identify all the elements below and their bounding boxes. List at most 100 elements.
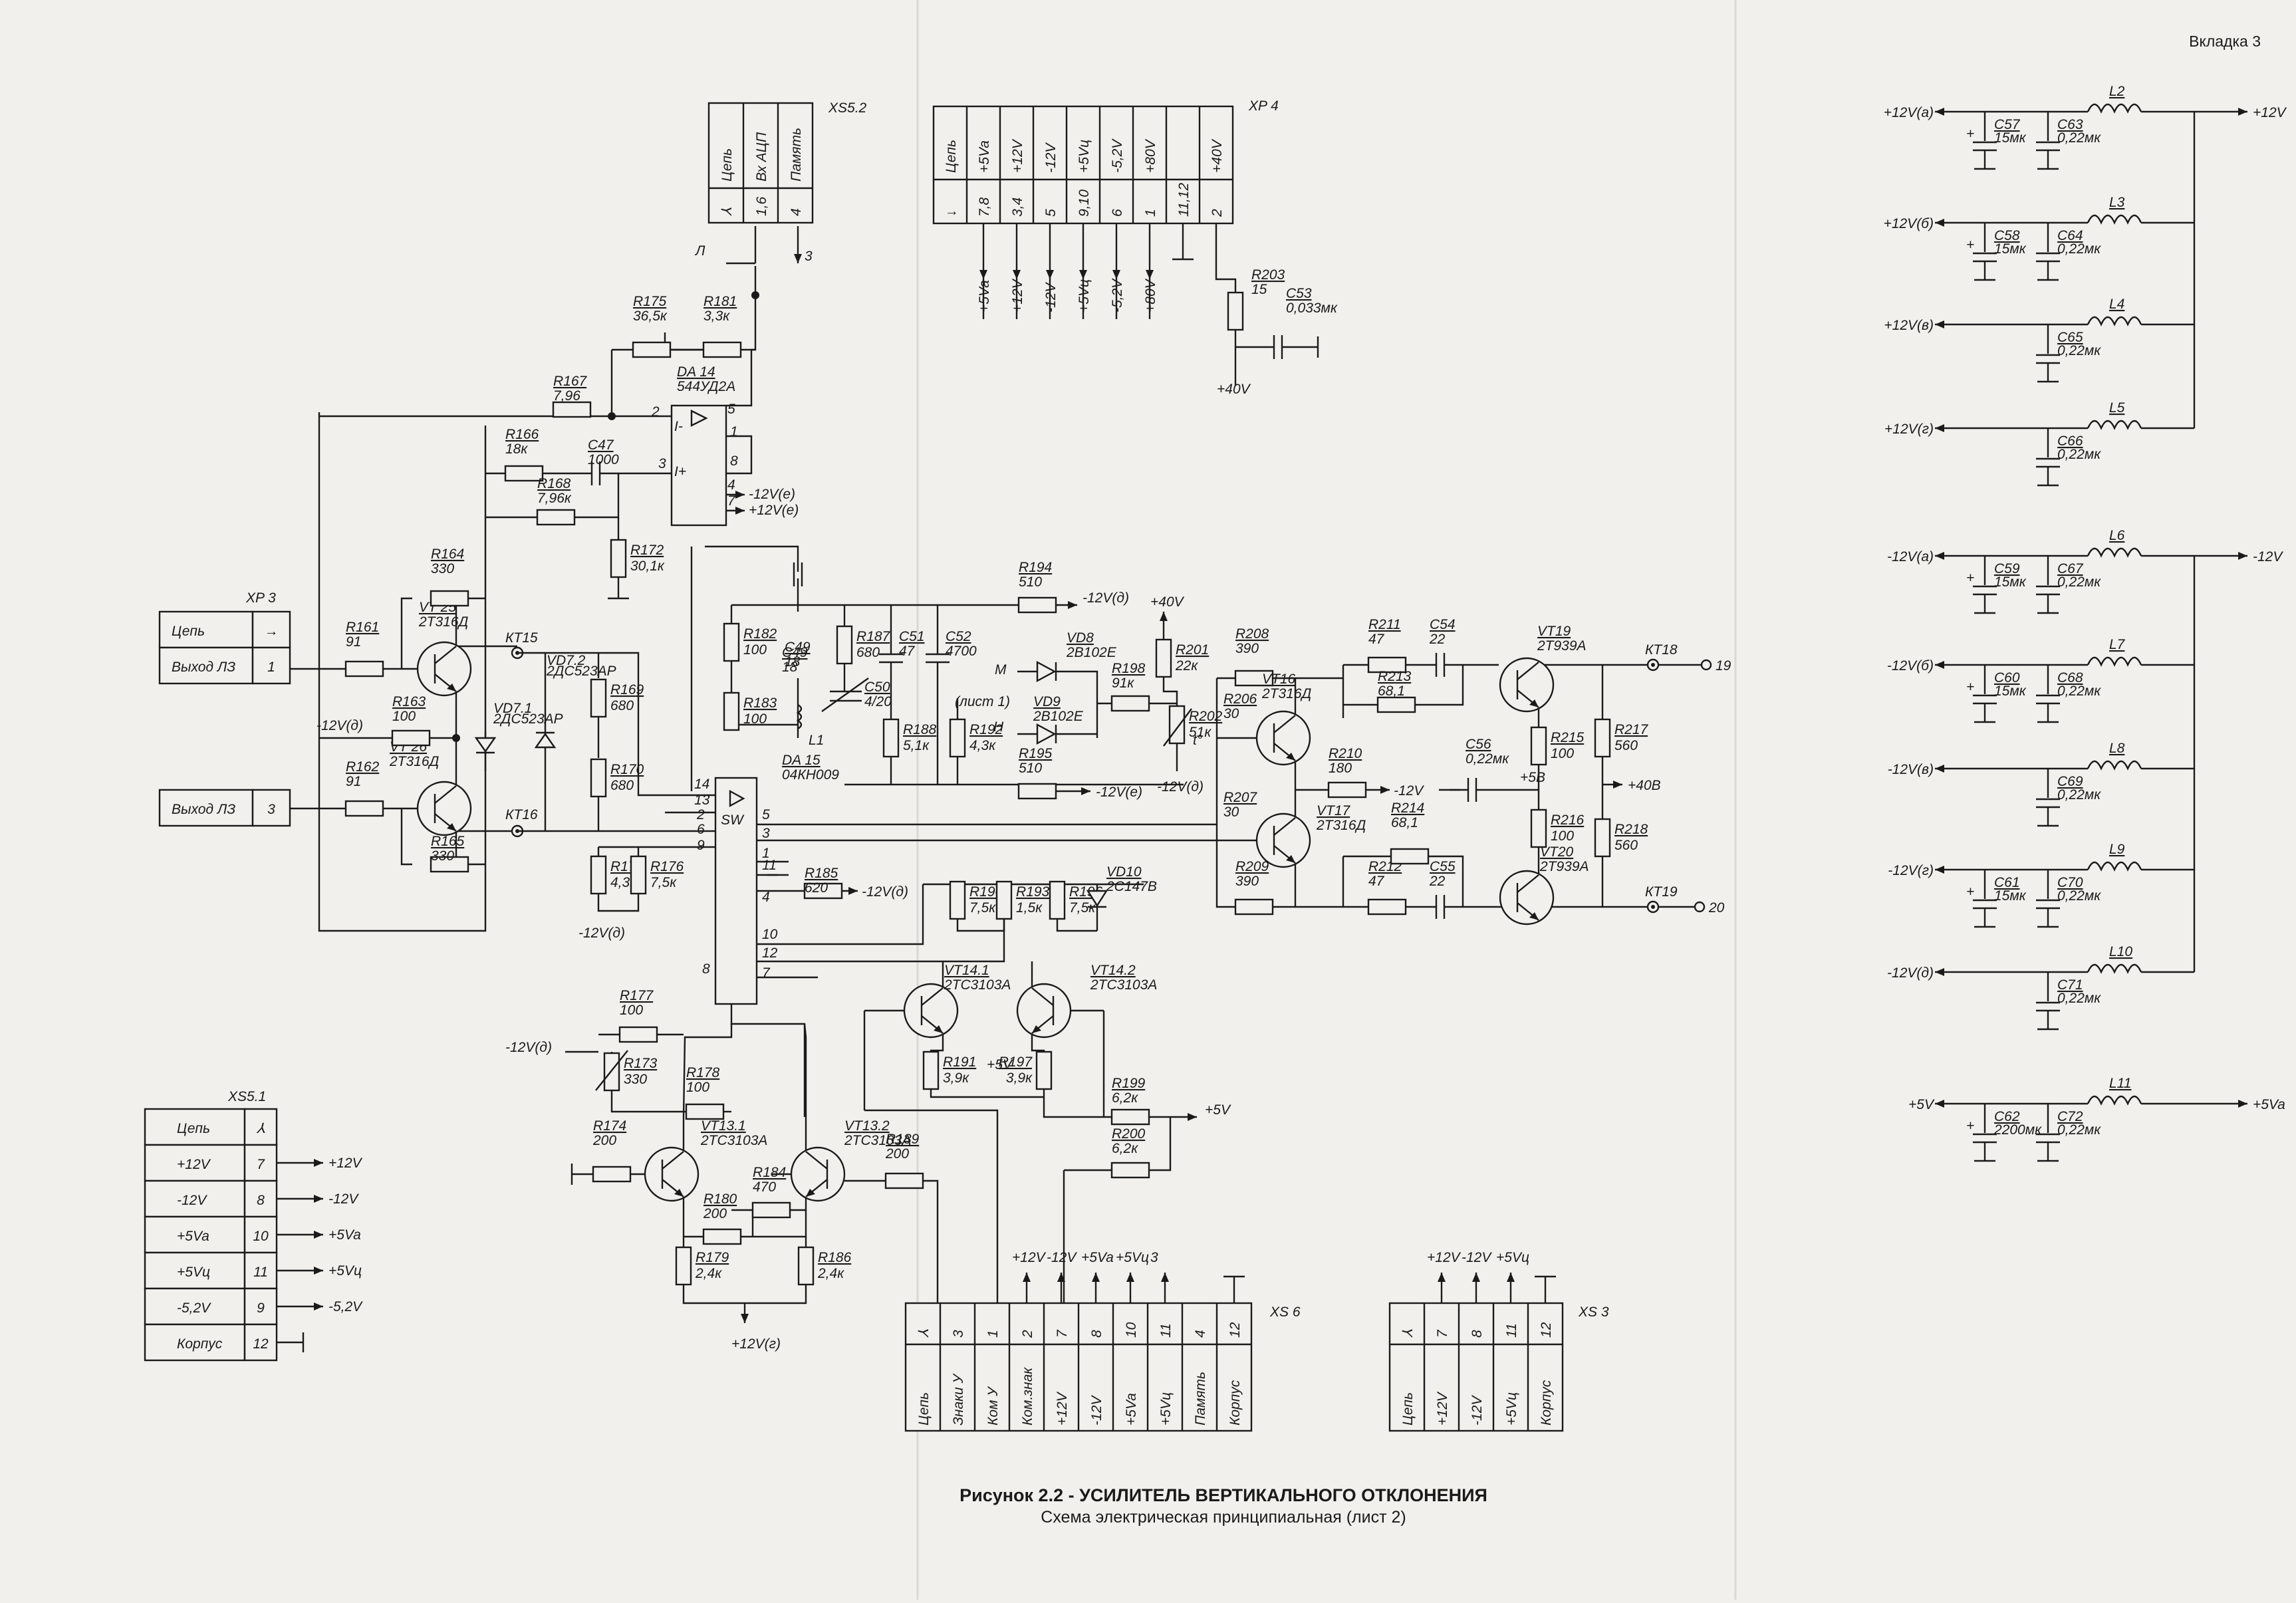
resistor-ref-R161: R161	[346, 620, 379, 635]
connector-xs51-net-2: -12V	[328, 1191, 359, 1207]
connector-xs6-pin-7: 11	[1158, 1323, 1174, 1338]
transistor-type-VT13_1: 2ТС3103А	[700, 1133, 767, 1148]
capacitor-ref-C56: C56	[1466, 737, 1491, 752]
capacitor-value-C50: 4/20	[864, 694, 892, 709]
capacitor-value-C72: 0,22мк	[2057, 1122, 2101, 1138]
capacitor-ref-C49: C49	[785, 640, 811, 655]
transistor-collector-VT26	[434, 785, 457, 804]
diode-type-VD9: 2В102Е	[1033, 709, 1084, 724]
resistor-value-R203: 15	[1251, 282, 1267, 297]
resistor-ref-R163: R163	[392, 694, 426, 709]
transistor-collector-VT16	[1273, 715, 1296, 733]
connector-xs6-pin-0: ⅄	[916, 1329, 932, 1338]
connector-xs51-label-3: +5Va	[177, 1229, 209, 1244]
label-m12d-b: -12V(д)	[578, 925, 625, 941]
connector-xs6-head-8: Память	[1193, 1372, 1208, 1425]
connector-xs51-label-0: Цепь	[177, 1121, 210, 1136]
resistor-R187	[836, 625, 853, 665]
transistor-VT16	[1255, 710, 1311, 766]
connector-xp4-frame	[932, 105, 1234, 225]
transistor-collector-VT14_2	[1031, 987, 1054, 1006]
resistor-R177	[618, 1026, 658, 1043]
connector-xp4-name: XP 4	[1248, 98, 1279, 114]
connector-xp3-pin-2: 3	[267, 802, 275, 817]
resistor-ref-R200: R200	[1112, 1126, 1146, 1142]
diode-ref-VD7_1: VD7.1	[493, 701, 532, 716]
resistor-ref-R202: R202	[1189, 709, 1223, 724]
connector-xs6-head-4: +12V	[1055, 1391, 1070, 1425]
resistor-value-R196: 7,5к	[1069, 900, 1096, 916]
sw-pin-5: 5	[762, 807, 770, 822]
label-H: Н	[993, 719, 1004, 735]
resistor-R181	[702, 341, 742, 358]
arrow-left	[1935, 661, 1944, 669]
capacitor-ref-C70: C70	[2057, 875, 2083, 890]
connector-xp4-net-4: +5Vц	[1077, 279, 1092, 312]
label-m12v-r210: -12V	[1394, 783, 1424, 799]
transistor-type-VT19: 2Т939А	[1537, 638, 1587, 654]
opamp-DA14-minus: I-	[674, 419, 683, 434]
arrow-right	[2238, 108, 2247, 116]
arrow-right	[1380, 786, 1390, 794]
sw-pin-0: 14	[694, 777, 709, 792]
resistor-R217	[1594, 718, 1611, 758]
capacitor-ref-C68: C68	[2057, 670, 2083, 685]
resistor-ref-R217: R217	[1614, 722, 1649, 737]
resistor-ref-R188: R188	[903, 722, 937, 737]
resistor-ref-R215: R215	[1551, 730, 1585, 745]
resistor-ref-R181: R181	[703, 294, 737, 309]
transistor-arrow-VT20	[1529, 912, 1539, 920]
connector-xp3-pin-1: 1	[267, 660, 275, 675]
diode-type-VD7_1: 2ДС523АР	[493, 711, 563, 727]
power-filter-panel: +12V(а)L2+C5715мкC630,22мк+12V+12V(б)L3+…	[1884, 84, 2287, 1162]
connector-xs52-pin-1: 1,6	[754, 196, 769, 216]
resistor-R198	[1110, 695, 1150, 712]
connector-xs6-pin-8: 4	[1193, 1330, 1208, 1338]
resistor-value-R210: 180	[1329, 761, 1352, 776]
resistor-ref-R203: R203	[1251, 267, 1285, 283]
sw-pin-9: 10	[762, 927, 778, 942]
inductor-ref-L11: L11	[2109, 1076, 2131, 1091]
resistor-R162	[344, 800, 384, 817]
resistor-ref-R180: R180	[703, 1191, 737, 1207]
resistor-R215	[1530, 726, 1547, 766]
transistor-type-VT17: 2Т316Д	[1316, 818, 1366, 833]
resistor-value-R175: 36,5к	[633, 308, 668, 324]
connector-xs6-head-2: Ком У	[985, 1386, 1001, 1425]
inductor-L4	[2087, 316, 2142, 326]
wire-out-left	[1215, 678, 1237, 908]
sw-pin-13: 1	[762, 846, 770, 861]
opamp-DA14-pin-2: 5	[727, 402, 735, 417]
resistor-value-R166: 18к	[505, 441, 528, 457]
inductor-L3	[2087, 214, 2142, 225]
capacitor-value-C56: 0,22мк	[1466, 751, 1509, 767]
connector-xp4-head-2: +12V	[1010, 138, 1025, 173]
arrow-up	[1507, 1273, 1515, 1282]
wire-r200b	[1149, 1117, 1172, 1171]
arrow-up	[1472, 1273, 1480, 1282]
inductor-L2	[2087, 103, 2142, 114]
opamp-DA14-plus: I+	[674, 464, 686, 479]
resistor-R199	[1110, 1108, 1150, 1126]
inductor-L5	[2087, 420, 2142, 430]
resistor-value-R163: 100	[392, 709, 416, 724]
capacitor-polarity-C58: +	[1966, 237, 1974, 253]
resistor-value-R216: 100	[1551, 828, 1574, 844]
arrow-left	[1935, 219, 1944, 227]
connector-xs51-pin-4: 11	[253, 1265, 268, 1280]
capacitor-ref-C51: C51	[899, 629, 925, 644]
inductor-ref-L10: L10	[2109, 944, 2132, 959]
transistor-type-VT13_2: 2ТС3103А	[844, 1133, 911, 1148]
connector-xs6-top-6: +5Vц	[1116, 1250, 1149, 1265]
arrow-right	[314, 1159, 323, 1167]
connector-xs51-label-2: -12V	[177, 1193, 207, 1208]
connector-xp3-name: XP 3	[245, 590, 276, 606]
arrow-down	[1079, 270, 1087, 279]
wire-r191	[930, 1090, 1045, 1098]
connector-xs52-head-0: Цепь	[719, 148, 735, 182]
arrow-down	[1112, 270, 1120, 279]
capacitor-ref-C58: C58	[1994, 228, 2020, 243]
resistor-ref-R197: R197	[999, 1054, 1033, 1070]
transistor-type-VT14_2: 2ТС3103А	[1090, 977, 1157, 993]
connector-xs6-head-3: Ком.знак	[1020, 1367, 1035, 1425]
